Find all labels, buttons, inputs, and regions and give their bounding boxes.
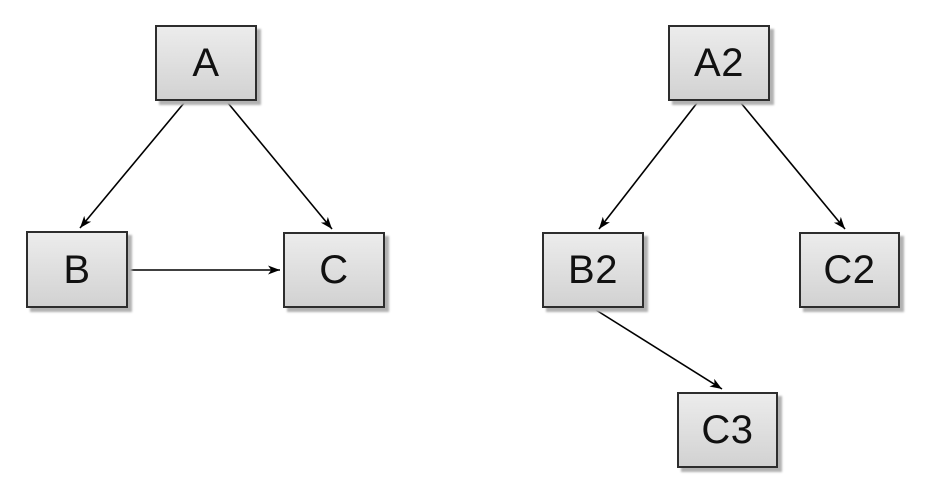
node-C3: C3 <box>677 392 778 468</box>
node-label: B <box>63 247 91 292</box>
node-B2: B2 <box>542 232 644 308</box>
node-label: A2 <box>694 41 744 85</box>
edge-A2-B2 <box>598 102 698 230</box>
edge-A-B <box>79 102 185 229</box>
node-A2: A2 <box>668 25 770 101</box>
node-label: C3 <box>701 408 754 452</box>
edge-A2-C2 <box>740 102 846 230</box>
edge-B2-C3 <box>595 309 723 390</box>
node-label: C2 <box>823 248 876 292</box>
node-B: B <box>26 231 128 308</box>
edge-A-C <box>227 102 333 230</box>
node-label: A <box>192 41 220 85</box>
node-C2: C2 <box>799 232 900 308</box>
node-C: C <box>283 232 385 308</box>
node-A: A <box>155 25 257 101</box>
node-label: C <box>319 248 349 292</box>
node-label: B2 <box>568 248 618 292</box>
